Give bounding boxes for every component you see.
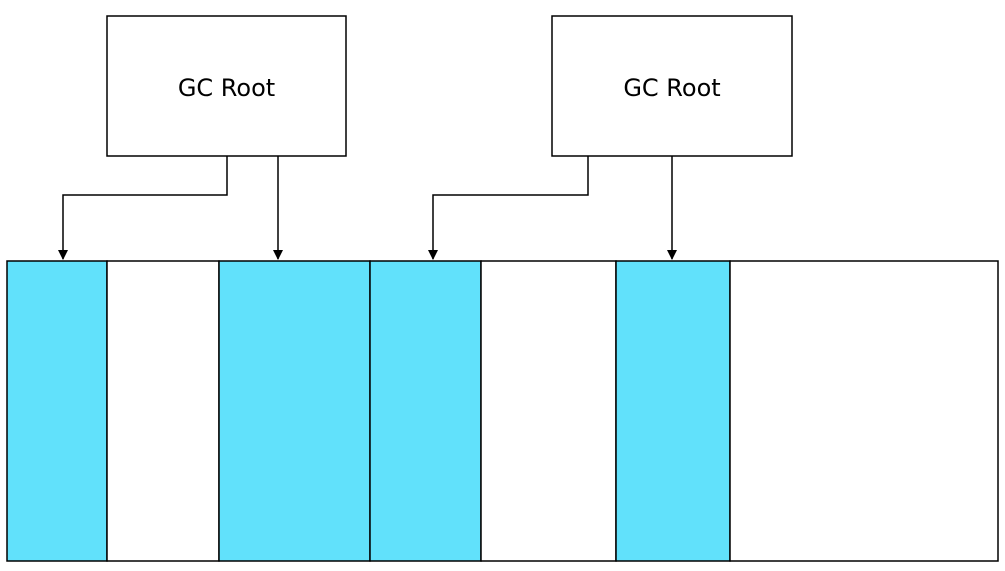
reference-arrow-1 bbox=[58, 156, 228, 260]
gc-root-box-1-frame bbox=[106, 15, 347, 157]
heap-segment-4 bbox=[369, 260, 482, 562]
reference-arrows bbox=[58, 156, 677, 260]
heap-segment-6 bbox=[615, 260, 731, 562]
heap-segment-2 bbox=[106, 260, 220, 562]
gc-root-box-2-frame bbox=[551, 15, 793, 157]
reference-arrow-3 bbox=[428, 156, 589, 260]
gc-root-box-1: GC Root bbox=[106, 15, 347, 157]
heap-segment-5 bbox=[480, 260, 617, 562]
heap-segment-7 bbox=[729, 260, 999, 562]
gc-root-box-2: GC Root bbox=[551, 15, 793, 157]
heap-segment-1 bbox=[6, 260, 108, 562]
gc-root-label-2: GC Root bbox=[623, 74, 720, 102]
heap-block bbox=[6, 260, 999, 562]
heap-segment-3 bbox=[218, 260, 371, 562]
gc-root-label-1: GC Root bbox=[178, 74, 275, 102]
